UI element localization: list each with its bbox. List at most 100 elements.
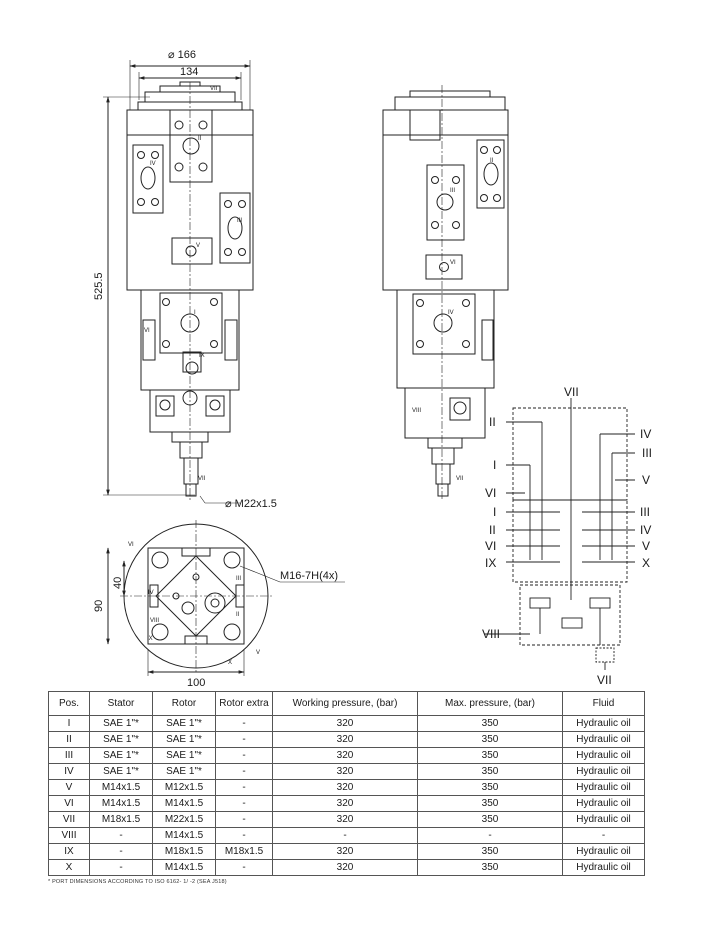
port-label: V [256, 650, 260, 656]
technical-drawing: ⌀ 166 134 525.5 ⌀ M22x1.5 VII II IV III … [93, 49, 652, 689]
table-cell: III [48, 747, 90, 764]
table-cell: - [215, 827, 273, 844]
table-cell: Hydraulic oil [562, 811, 645, 828]
schematic-port-label: X [642, 556, 650, 570]
bottom-view [106, 520, 345, 676]
port-label: IV [150, 161, 156, 167]
table-cell: - [215, 747, 273, 764]
dim-thread-m16: M16-7H(4x) [280, 570, 338, 582]
port-label: I [194, 310, 196, 316]
table-cell: - [215, 795, 273, 812]
table-cell: SAE 1"* [152, 715, 216, 732]
port-label: III [450, 188, 455, 194]
port-label: VI [128, 542, 134, 548]
table-cell: SAE 1"* [152, 731, 216, 748]
table-cell: - [272, 827, 418, 844]
table-cell: V [48, 779, 90, 796]
front-view [103, 60, 254, 504]
table-cell: SAE 1"* [152, 747, 216, 764]
schematic-port-label: III [642, 446, 652, 460]
schematic-port-label: IV [640, 523, 651, 537]
table-cell: M18x1.5 [89, 811, 153, 828]
table-cell: 350 [417, 731, 563, 748]
dim-thread-m22: ⌀ M22x1.5 [225, 498, 277, 510]
schematic-port-label: V [642, 473, 650, 487]
schematic-port-label: II [489, 523, 496, 537]
table-cell: VI [48, 795, 90, 812]
table-cell: 350 [417, 779, 563, 796]
port-label: II [236, 612, 240, 618]
table-cell: M12x1.5 [152, 779, 216, 796]
table-cell: 320 [272, 715, 418, 732]
header-pos: Pos. [48, 691, 90, 716]
port-label: II [490, 158, 494, 164]
table-cell: 350 [417, 747, 563, 764]
table-cell: SAE 1"* [89, 731, 153, 748]
port-specification-table: Pos. Stator Rotor Rotor extra Working pr… [48, 691, 645, 876]
table-cell: M14x1.5 [152, 795, 216, 812]
table-cell: II [48, 731, 90, 748]
schematic-port-label: III [640, 505, 650, 519]
table-cell: - [562, 827, 645, 844]
port-label: VII [198, 476, 206, 482]
port-label: VIII [412, 408, 421, 414]
port-label: VI [450, 260, 456, 266]
table-cell: M14x1.5 [89, 795, 153, 812]
table-cell: 320 [272, 763, 418, 780]
table-cell: Hydraulic oil [562, 795, 645, 812]
hydraulic-schematic [484, 398, 635, 670]
table-cell: 350 [417, 843, 563, 860]
table-cell: - [89, 827, 153, 844]
table-cell: Hydraulic oil [562, 859, 645, 876]
schematic-port-label: VII [564, 385, 579, 399]
port-label: VI [144, 328, 150, 334]
table-cell: M18x1.5 [152, 843, 216, 860]
table-cell: M18x1.5 [215, 843, 273, 860]
header-rotor: Rotor [152, 691, 216, 716]
dim-40: 40 [112, 577, 124, 589]
schematic-port-label: IX [485, 556, 496, 570]
table-cell: Hydraulic oil [562, 843, 645, 860]
table-cell: - [215, 763, 273, 780]
schematic-port-label: V [642, 539, 650, 553]
table-cell: M22x1.5 [152, 811, 216, 828]
table-cell: X [48, 859, 90, 876]
table-cell: Hydraulic oil [562, 763, 645, 780]
table-header-row: Pos. Stator Rotor Rotor extra Working pr… [48, 691, 645, 716]
port-label: VII [456, 476, 464, 482]
port-label: IV [148, 590, 154, 596]
schematic-labels: VII II I VI I II VI IX VIII IV III V III… [482, 385, 652, 687]
table-cell: Hydraulic oil [562, 779, 645, 796]
dim-width-134: 134 [180, 66, 198, 78]
table-cell: VIII [48, 827, 90, 844]
table-cell: - [215, 779, 273, 796]
port-label: II [198, 136, 202, 142]
dim-height-525: 525.5 [93, 272, 105, 300]
table-cell: - [215, 715, 273, 732]
header-max-pressure: Max. pressure, (bar) [417, 691, 563, 716]
table-cell: SAE 1"* [89, 747, 153, 764]
table-cell: IV [48, 763, 90, 780]
front-view-labels: ⌀ 166 134 525.5 ⌀ M22x1.5 VII II IV III … [93, 49, 277, 510]
table-cell: 320 [272, 731, 418, 748]
table-cell: I [48, 715, 90, 732]
port-label: X [228, 660, 232, 666]
table-cell: 350 [417, 715, 563, 732]
port-label: III [237, 218, 242, 224]
port-label: VIII [150, 618, 159, 624]
port-label: IX [147, 636, 153, 642]
table-cell: 350 [417, 763, 563, 780]
schematic-port-label: II [489, 415, 496, 429]
table-cell: 350 [417, 795, 563, 812]
schematic-port-label: IV [640, 427, 651, 441]
dim-90: 90 [93, 600, 105, 612]
header-stator: Stator [89, 691, 153, 716]
